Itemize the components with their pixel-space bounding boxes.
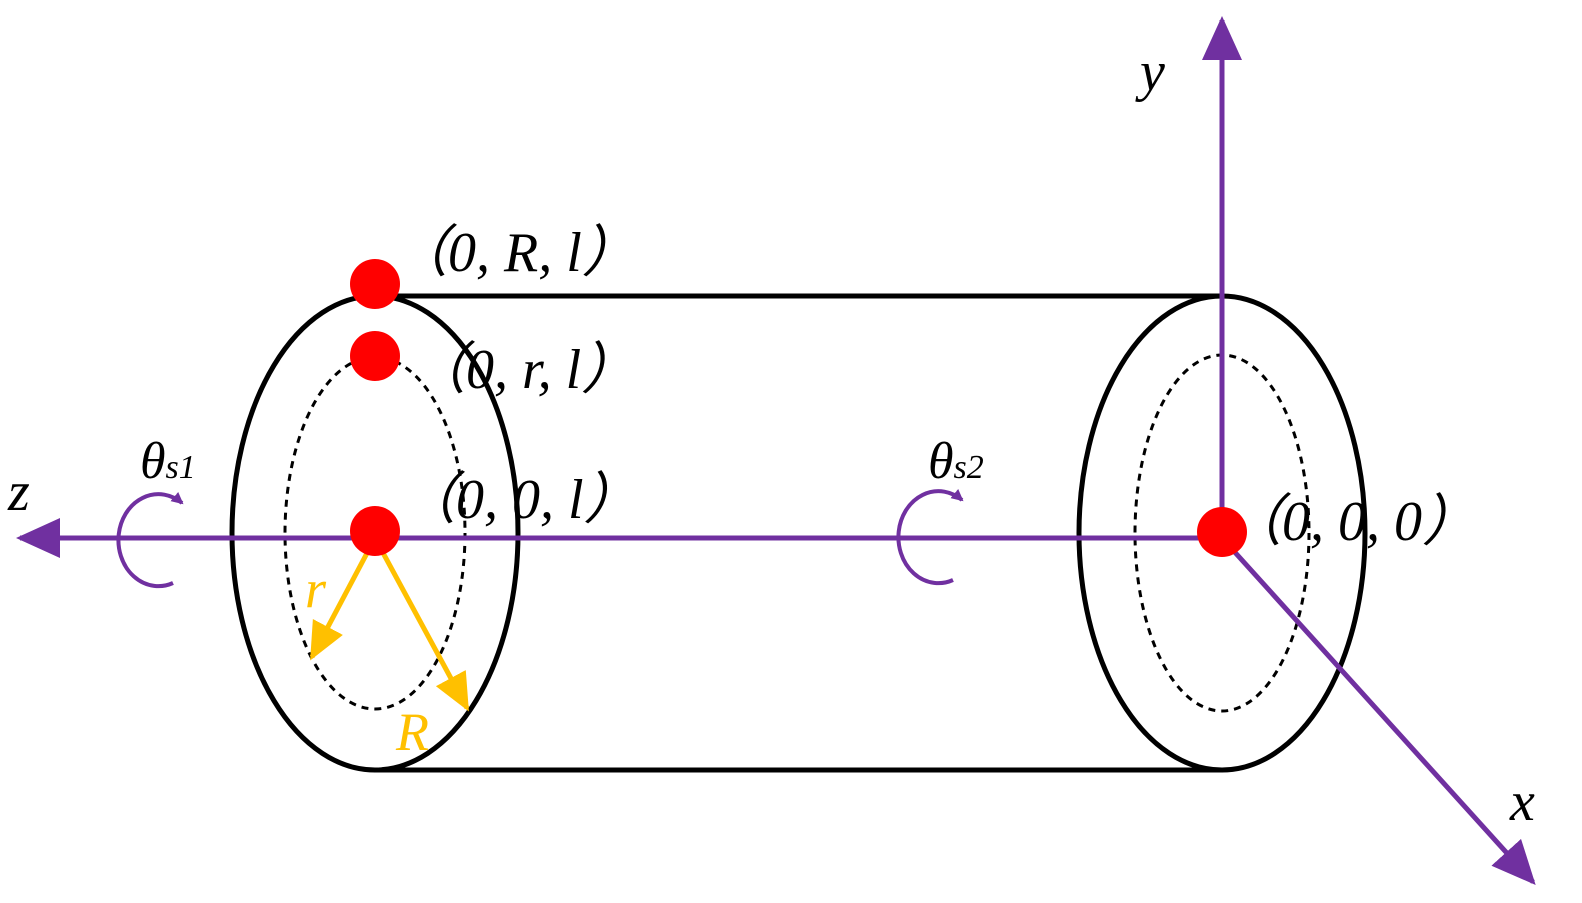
theta-s1-label: θs1 bbox=[140, 433, 196, 490]
outer-radius-label: R bbox=[395, 702, 429, 762]
rotation-arrow-s1 bbox=[116, 491, 184, 589]
theta-s2-symbol: θ bbox=[928, 433, 954, 490]
point-inner-top bbox=[350, 331, 400, 381]
x-axis bbox=[1220, 536, 1536, 885]
axis-label-x: x bbox=[1509, 771, 1535, 833]
inner-radius-label: r bbox=[305, 559, 327, 619]
axis-label-y: y bbox=[1135, 41, 1165, 103]
theta-s1-subscript: s1 bbox=[166, 449, 196, 486]
point-origin bbox=[1197, 507, 1247, 557]
inner-radius-arrow bbox=[309, 536, 378, 661]
theta-s2-subscript: s2 bbox=[954, 449, 984, 486]
point-near-center bbox=[350, 506, 400, 556]
outer-radius-arrow bbox=[372, 536, 470, 712]
point-outer-top bbox=[350, 259, 400, 309]
rotation-arrow-s2 bbox=[896, 488, 964, 586]
label-near-center: （0, 0, l） bbox=[400, 469, 640, 531]
axis-label-z: z bbox=[7, 461, 30, 523]
theta-s2-label: θs2 bbox=[928, 433, 984, 490]
theta-s1-symbol: θ bbox=[140, 433, 166, 490]
label-inner-top: （0, r, l） bbox=[410, 339, 637, 401]
label-outer-top: （0, R, l） bbox=[392, 222, 638, 284]
label-origin: （0, 0, 0） bbox=[1226, 491, 1478, 553]
